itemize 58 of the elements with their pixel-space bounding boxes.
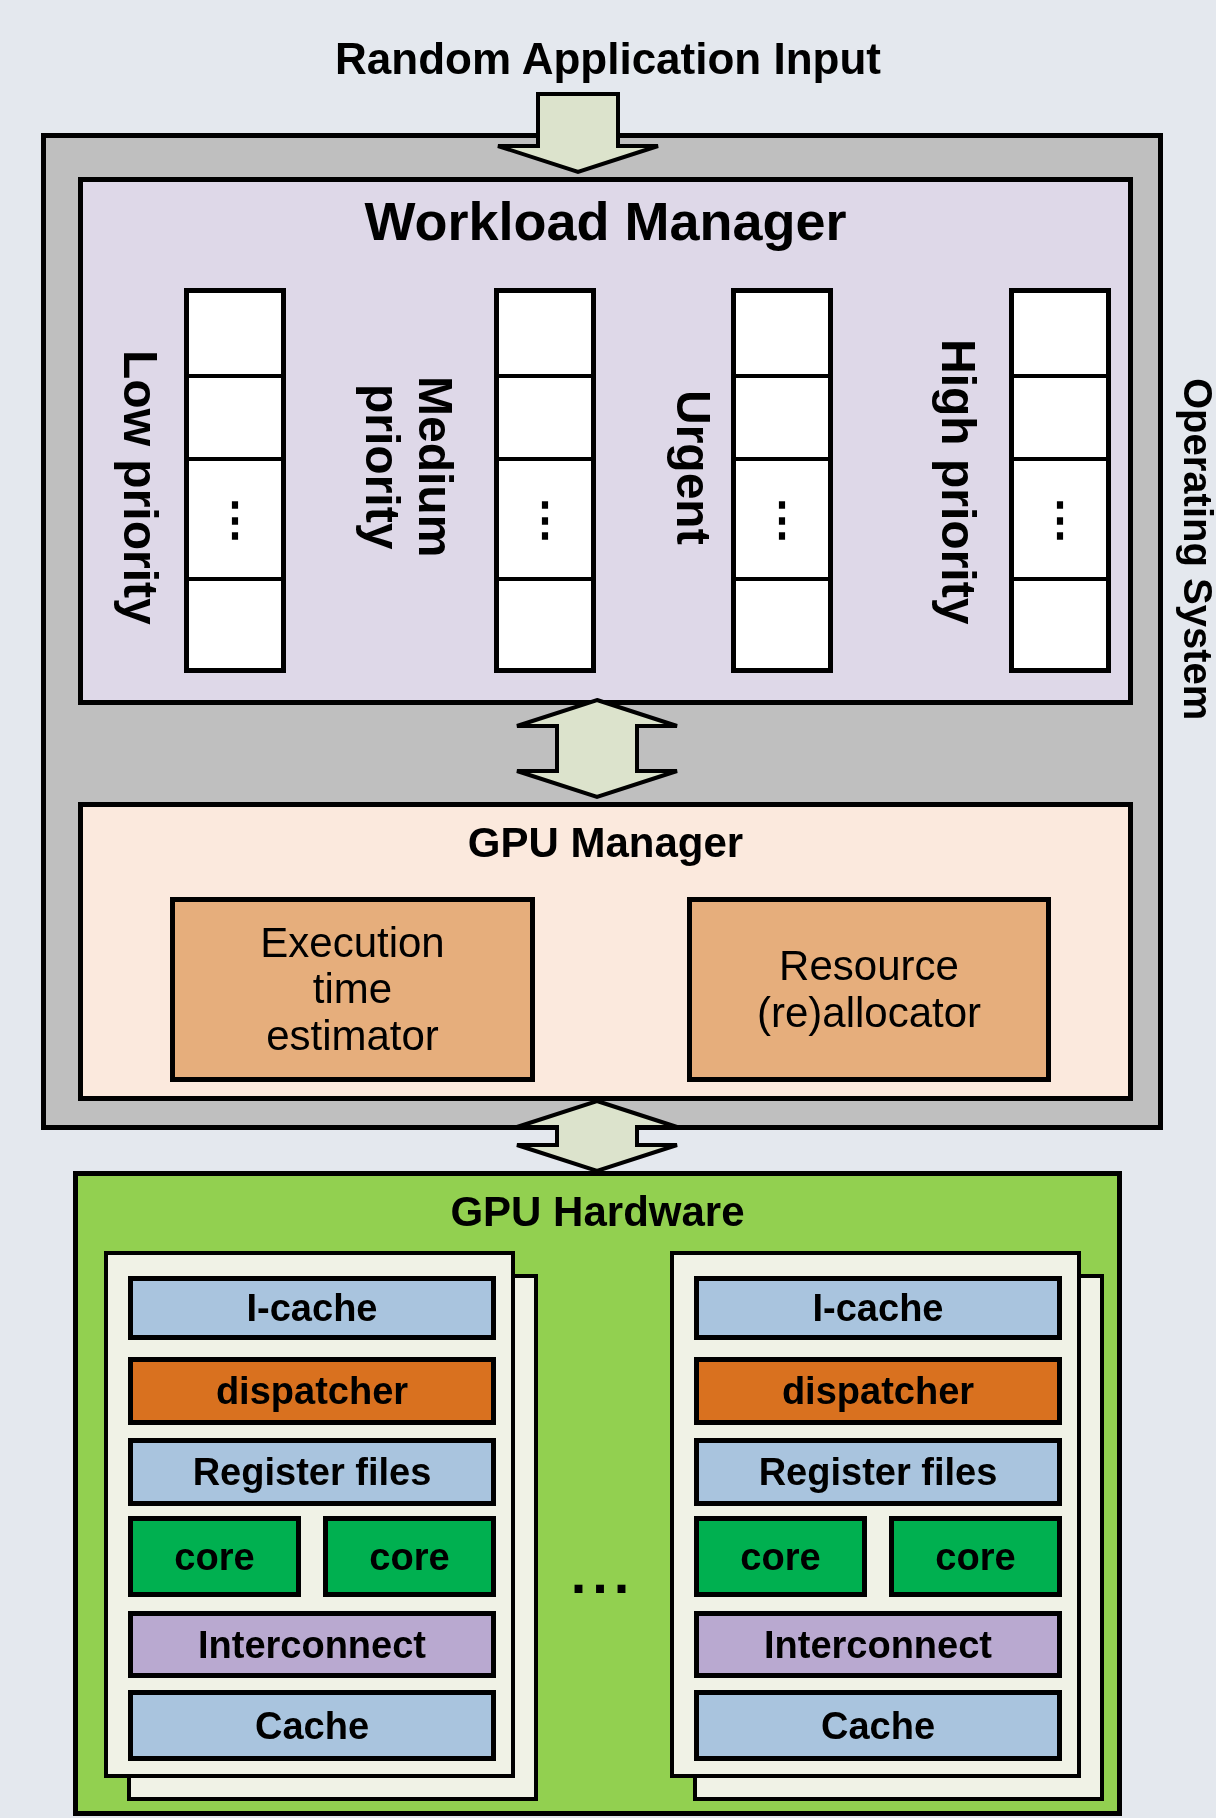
block-label: Interconnect xyxy=(763,1625,992,1664)
block-arrow xyxy=(515,1098,679,1174)
queue-stack xyxy=(1009,288,1111,673)
cache-block xyxy=(128,1276,496,1340)
gpu-manager-panel xyxy=(78,802,1133,1101)
queue-label: High priority xyxy=(931,339,985,625)
block-arrow xyxy=(515,697,679,800)
ellipsis-text: ⋮ xyxy=(759,495,805,542)
panel-title: Workload Manager xyxy=(364,190,847,253)
cache-block xyxy=(694,1276,1062,1340)
block-label: Register files xyxy=(192,1453,432,1491)
box-label: Execution time estimator xyxy=(259,920,446,1059)
ellipsis-text: ... xyxy=(570,1546,636,1602)
multiprocessor-card xyxy=(670,1251,1081,1778)
panel-title: Operating System xyxy=(1178,378,1216,723)
estimator-box xyxy=(687,897,1051,1082)
queue-stack xyxy=(494,288,596,673)
estimator-box xyxy=(170,897,535,1082)
register-block xyxy=(128,1438,496,1506)
queue-label: Medium priority xyxy=(355,375,461,560)
block-label: Cache xyxy=(820,1706,936,1745)
ellipsis-text: ⋮ xyxy=(212,495,258,542)
cache-block xyxy=(694,1690,1062,1761)
core-block xyxy=(323,1516,496,1597)
interconnect-block xyxy=(694,1611,1062,1678)
block-label: dispatcher xyxy=(781,1372,975,1410)
ellipsis-text: ⋮ xyxy=(1037,495,1083,542)
core-block xyxy=(128,1516,301,1597)
queue-label: Low priority xyxy=(113,349,167,625)
block-label: I-cache xyxy=(246,1289,378,1327)
gpu-hardware-panel xyxy=(73,1171,1122,1816)
panel-title: GPU Hardware xyxy=(450,1187,745,1237)
queue-label: Urgent xyxy=(666,389,720,545)
box-label: Resource (re)allocator xyxy=(755,943,983,1036)
block-label: core xyxy=(935,1537,1016,1576)
block-label: core xyxy=(369,1537,450,1576)
cache-block xyxy=(128,1690,496,1761)
ellipsis-text: ⋮ xyxy=(522,495,568,542)
dispatcher-block xyxy=(128,1357,496,1425)
core-block xyxy=(694,1516,867,1597)
workload-manager-panel xyxy=(78,177,1133,705)
block-arrow xyxy=(496,92,660,175)
queue-stack xyxy=(731,288,833,673)
block-label: core xyxy=(740,1537,821,1576)
block-label: I-cache xyxy=(812,1289,944,1327)
dispatcher-block xyxy=(694,1357,1062,1425)
interconnect-block xyxy=(128,1611,496,1678)
panel-title: GPU Manager xyxy=(467,818,744,868)
block-label: Interconnect xyxy=(197,1625,426,1664)
block-label: Cache xyxy=(254,1706,370,1745)
title-text: Random Application Input xyxy=(335,37,881,81)
queue-stack xyxy=(184,288,286,673)
block-label: core xyxy=(174,1537,255,1576)
block-label: Register files xyxy=(758,1453,998,1491)
block-label: dispatcher xyxy=(215,1372,409,1410)
multiprocessor-card xyxy=(104,1251,515,1778)
core-block xyxy=(889,1516,1062,1597)
register-block xyxy=(694,1438,1062,1506)
